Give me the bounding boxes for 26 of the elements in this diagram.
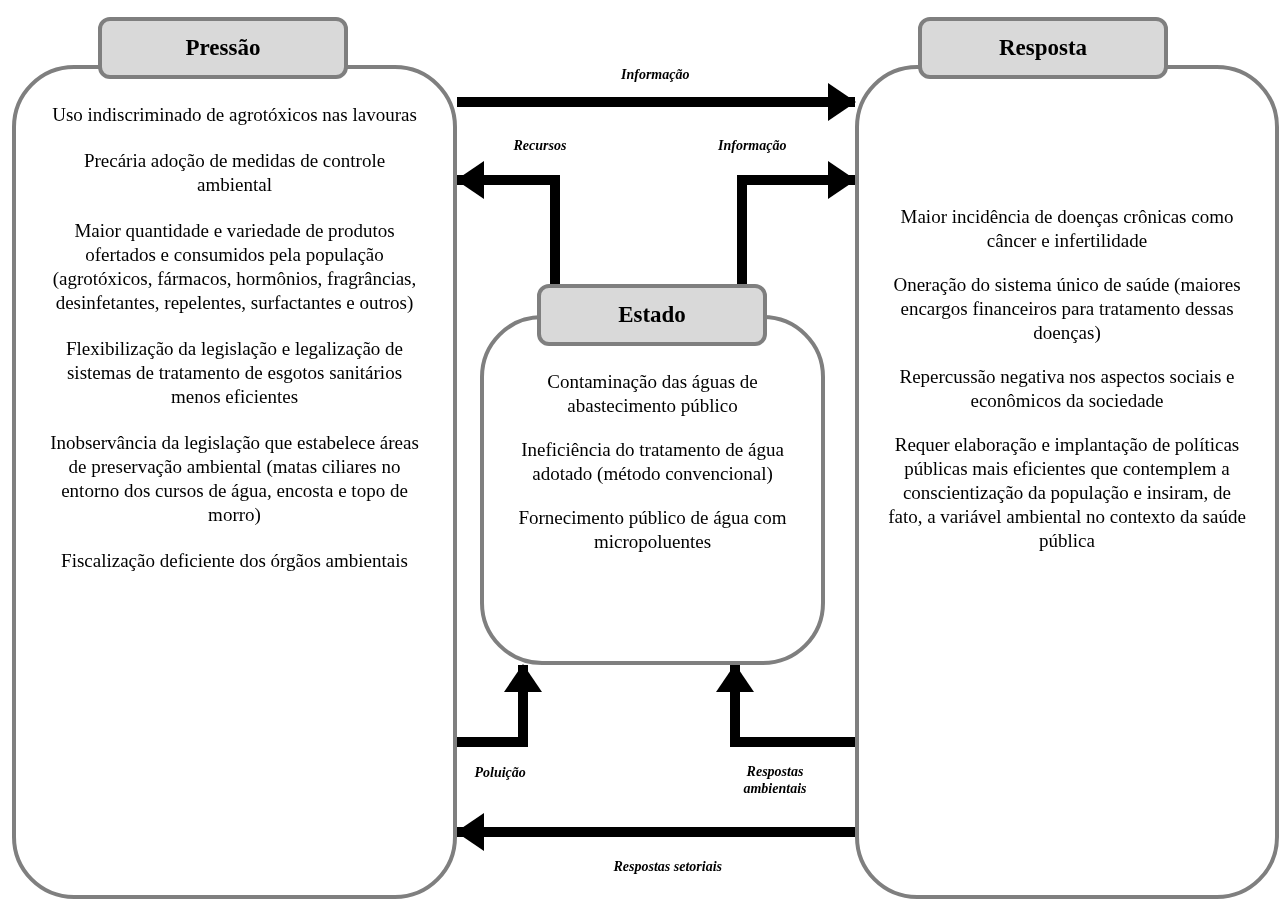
edge-label: Respostas setoriais	[611, 858, 724, 875]
description-text: Fornecimento público de água com micropoluentes	[517, 506, 788, 554]
description-text: Ineficiência do tratamento de água adotado (método convencional)	[520, 438, 785, 486]
heading-tab: Estado	[537, 284, 767, 346]
heading-tab: Resposta	[918, 17, 1168, 79]
description-text: Maior quantidade e variedade de produtos ofertados e consumidos pela população (agrotóxicos, fármacos, hormônios, fragrâncias, desinfetantes, repelentes, surfactantes e outros)	[51, 219, 418, 315]
description-text: Precária adoção de medidas de controle ambiental	[82, 149, 387, 197]
block-arrow	[737, 161, 856, 284]
heading-tab: Pressão	[98, 17, 348, 79]
edge-label: Poluição	[472, 764, 528, 781]
description-text: Inobservância da legislação que estabelece áreas de preservação ambiental (matas ciliares no entorno dos cursos de água, encosta e topo de morro)	[49, 431, 420, 527]
block-arrow	[457, 664, 542, 747]
description-text: Fiscalização deficiente dos órgãos ambientais	[60, 549, 409, 573]
block-arrow	[716, 664, 855, 747]
description-text: Maior incidência de doenças crônicas como câncer e infertilidade	[899, 205, 1235, 253]
description-text: Oneração do sistema único de saúde (maiores encargos financeiros para tratamento dessas doenças)	[892, 273, 1242, 345]
block-arrow	[456, 161, 560, 284]
edge-label: Informação	[716, 137, 789, 154]
block-arrow	[456, 813, 855, 851]
description-text: Flexibilização da legislação e legalização de sistemas de tratamento de esgotos sanitários menos eficientes	[64, 337, 405, 409]
description-text: Repercussão negativa nos aspectos sociais e econômicos da sociedade	[898, 365, 1236, 413]
description-text: Requer elaboração e implantação de políticas públicas mais eficientes que contemplem a conscientização da população e insiram, de fato, a variável ambiental no contexto da saúde pública	[887, 433, 1247, 553]
block-arrow	[457, 83, 856, 121]
description-text: Contaminação das águas de abastecimento público	[546, 370, 759, 418]
description-text: Uso indiscriminado de agrotóxicos nas lavouras	[51, 103, 418, 127]
edge-label: Informação	[619, 66, 692, 83]
